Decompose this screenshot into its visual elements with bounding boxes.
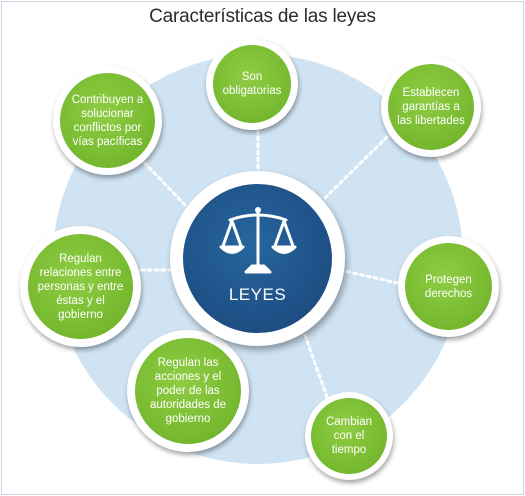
node-label: Contribuyen a solucionar conflictos por … xyxy=(71,93,144,148)
node-contribuyen: Contribuyen a solucionar conflictos por … xyxy=(53,66,162,175)
node-label: Protegen derechos xyxy=(424,273,473,300)
scales-of-justice-icon xyxy=(219,207,297,274)
node-son-obligatorias: Son obligatorias xyxy=(206,38,298,130)
node-cambian-tiempo: Cambian con el tiempo xyxy=(305,392,393,480)
node-label: Cambian con el tiempo xyxy=(325,416,373,456)
connector-cambian-tiempo xyxy=(303,333,330,402)
center-disk: LEYES xyxy=(183,184,332,333)
connector-contribuyen xyxy=(138,156,187,207)
node-label: Regulan relaciones entre personas y entr… xyxy=(37,252,124,321)
node-label: Regulan las acciones y el poder de las a… xyxy=(149,357,227,425)
center-label: LEYES xyxy=(228,285,287,304)
connector-protegen-derechos xyxy=(338,268,404,286)
node-regulan-relaciones: Regulan relaciones entre personas y entr… xyxy=(20,226,141,347)
node-label: Establecen garantías a las libertades xyxy=(397,87,465,127)
center-node-leyes: LEYES xyxy=(170,171,345,346)
node-protegen-derechos: Protegen derechos xyxy=(398,236,499,337)
node-label: Son obligatorias xyxy=(222,71,282,97)
node-establecen-garantias: Establecen garantías a las libertades xyxy=(381,57,481,157)
connector-establecen-garantias xyxy=(323,130,394,200)
node-regulan-acciones: Regulan las acciones y el poder de las a… xyxy=(127,330,249,452)
diagram-title: Características de las leyes xyxy=(149,6,376,27)
